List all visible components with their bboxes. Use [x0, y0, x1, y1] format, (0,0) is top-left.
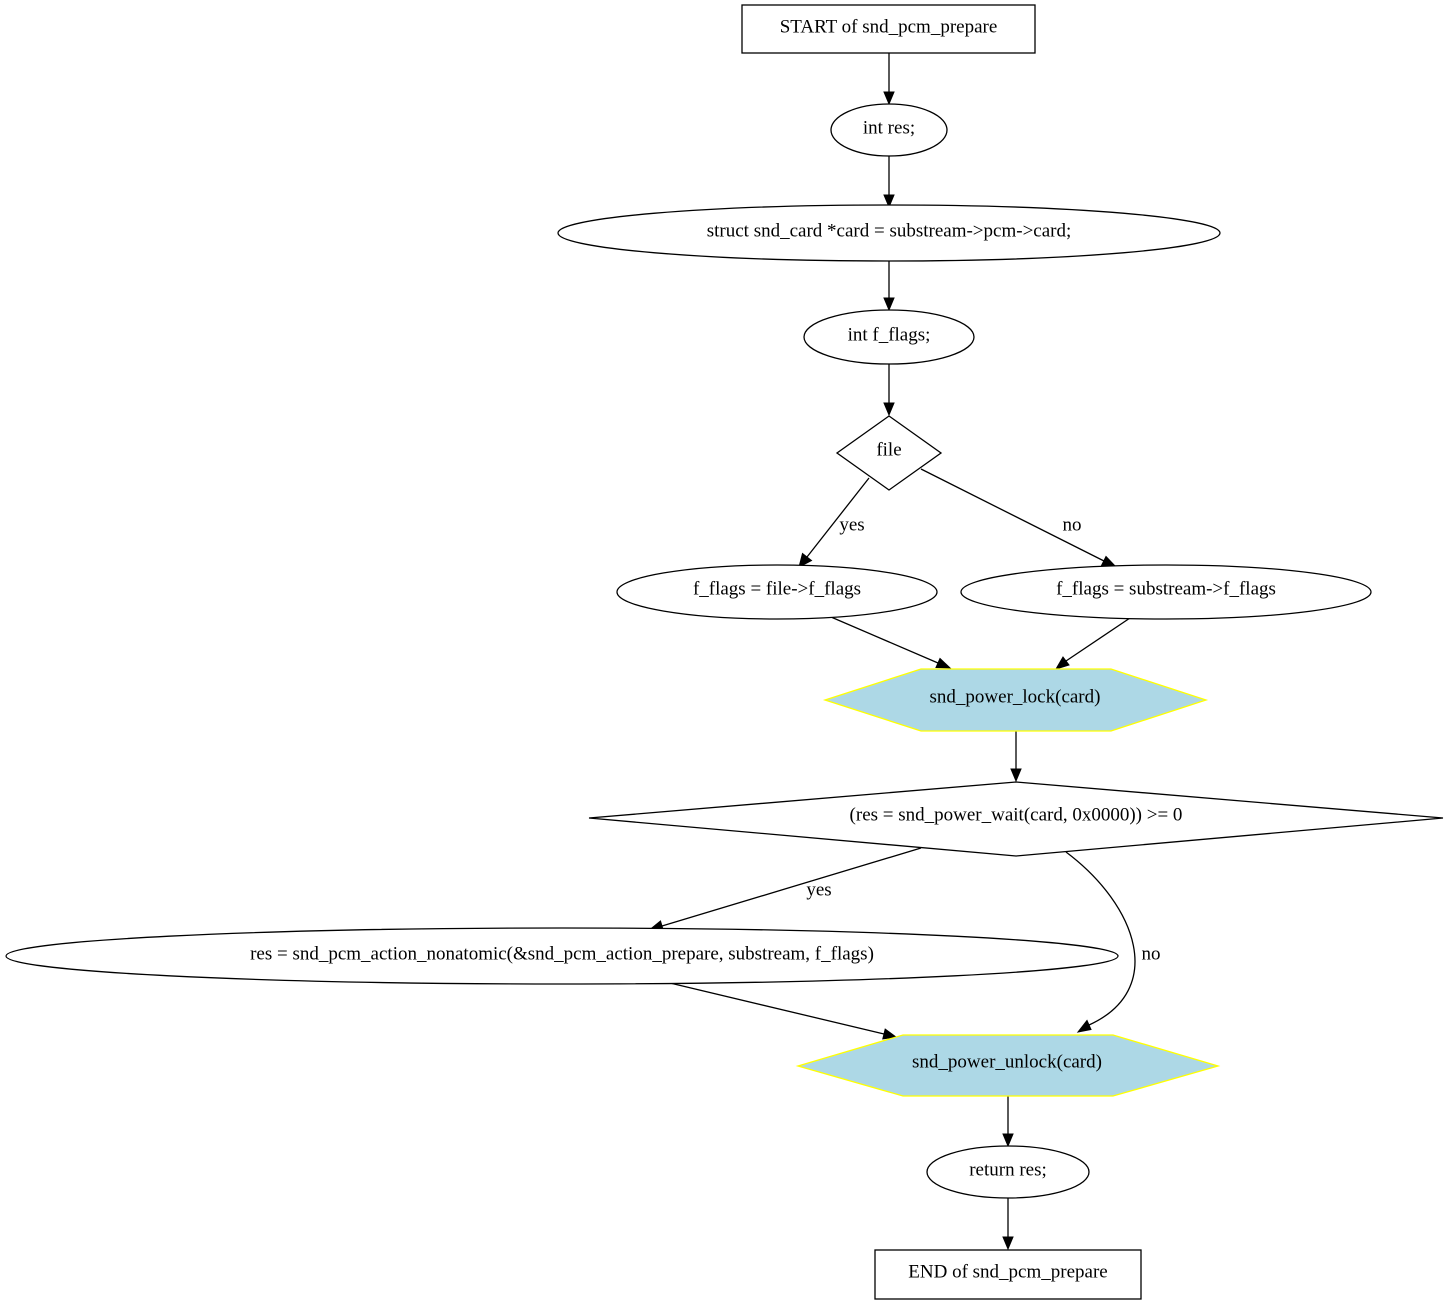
node-power-unlock-label: snd_power_unlock(card) — [912, 1052, 1102, 1073]
edge-decl-res-to-decl-card — [883, 155, 895, 209]
node-flags-from-substream: f_flags = substream->f_flags — [960, 564, 1372, 620]
edge-labels: yes no yes no — [806, 515, 1160, 965]
edge-wait-no — [1065, 851, 1136, 1033]
node-end: END of snd_pcm_prepare — [874, 1249, 1142, 1300]
node-power-lock-label: snd_power_lock(card) — [930, 687, 1101, 708]
edge-flags-from-substream-to-power-lock — [1054, 617, 1131, 670]
node-cond-file: file — [835, 415, 943, 491]
node-cond-file-label: file — [876, 440, 901, 461]
node-return-res-label: return res; — [969, 1160, 1047, 1181]
edge-label-file-no: no — [1063, 515, 1082, 536]
node-flags-from-file-label: f_flags = file->f_flags — [693, 579, 861, 600]
node-decl-res-label: int res; — [863, 118, 915, 139]
node-start: START of snd_pcm_prepare — [741, 4, 1036, 54]
edge-decl-flags-to-cond-file — [883, 364, 895, 417]
edge-file-yes — [798, 477, 870, 568]
edge-power-unlock-to-return — [1002, 1096, 1014, 1148]
node-return-res: return res; — [926, 1145, 1090, 1199]
node-decl-card: struct snd_card *card = substream->pcm->… — [557, 204, 1221, 262]
node-power-lock: snd_power_lock(card) — [822, 668, 1209, 732]
node-action-prepare: res = snd_pcm_action_nonatomic(&snd_pcm_… — [5, 927, 1119, 985]
edge-start-to-decl-res — [883, 53, 895, 106]
node-decl-flags-label: int f_flags; — [848, 325, 931, 346]
node-start-label: START of snd_pcm_prepare — [780, 17, 998, 38]
edges — [648, 53, 1136, 1251]
edge-file-no — [920, 468, 1118, 568]
edge-flags-from-file-to-power-lock — [830, 616, 952, 669]
edge-label-file-yes: yes — [839, 515, 864, 536]
edge-label-wait-no: no — [1142, 944, 1161, 965]
node-flags-from-substream-label: f_flags = substream->f_flags — [1056, 579, 1276, 600]
node-action-prepare-label: res = snd_pcm_action_nonatomic(&snd_pcm_… — [250, 944, 874, 965]
node-cond-power-wait-label: (res = snd_power_wait(card, 0x0000)) >= … — [850, 805, 1183, 826]
edge-decl-card-to-decl-flags — [883, 261, 895, 312]
node-decl-res: int res; — [830, 103, 948, 157]
node-power-unlock: snd_power_unlock(card) — [795, 1034, 1221, 1097]
node-cond-power-wait: (res = snd_power_wait(card, 0x0000)) >= … — [588, 781, 1444, 857]
node-decl-card-label: struct snd_card *card = substream->pcm->… — [707, 221, 1072, 242]
node-flags-from-file: f_flags = file->f_flags — [616, 564, 938, 620]
nodes: START of snd_pcm_prepare int res; struct… — [5, 4, 1444, 1300]
edge-return-to-end — [1002, 1198, 1014, 1251]
node-decl-flags: int f_flags; — [803, 309, 975, 365]
node-end-label: END of snd_pcm_prepare — [908, 1262, 1107, 1283]
edge-label-wait-yes: yes — [806, 880, 831, 901]
edge-wait-yes — [648, 847, 922, 932]
edge-power-lock-to-cond-wait — [1010, 731, 1022, 783]
edge-action-to-power-unlock — [669, 982, 898, 1040]
